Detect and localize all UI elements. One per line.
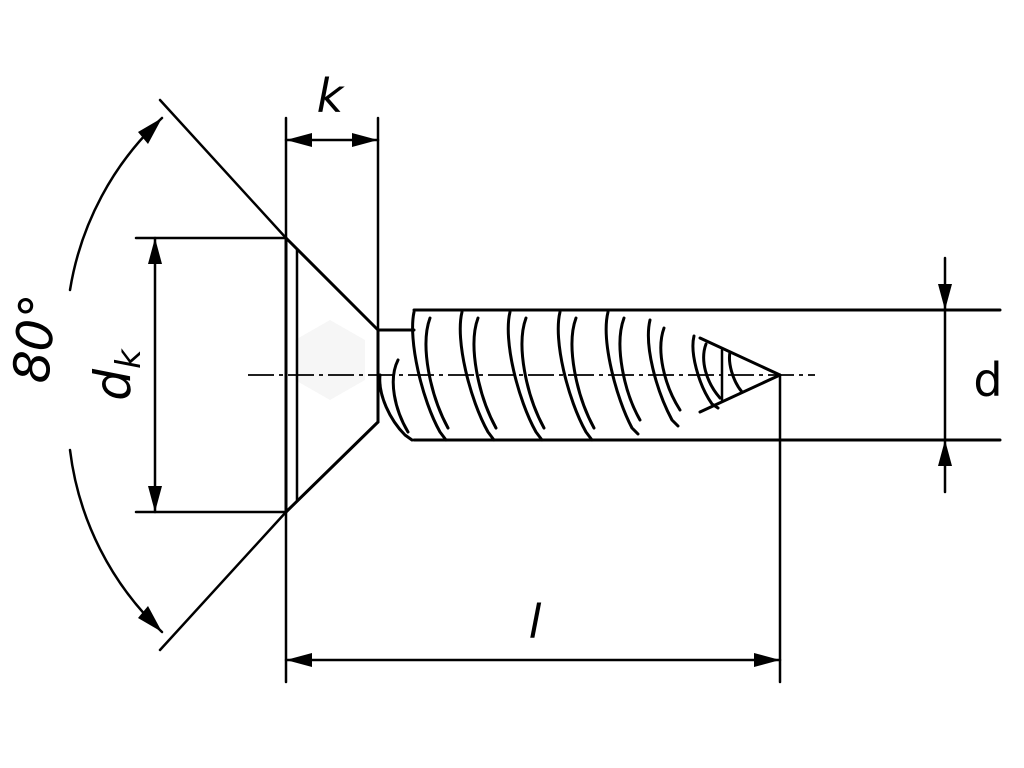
dimension-l: l [284, 373, 782, 684]
label-dk-main: d [84, 369, 142, 401]
screw-head [284, 236, 416, 514]
dimension-k: k [284, 69, 380, 332]
dimension-dk: dk [84, 236, 288, 514]
screw-thread [378, 308, 1002, 442]
label-dk: dk [84, 348, 149, 401]
dimension-d: d [938, 256, 1003, 494]
dimension-angle: 80° [2, 98, 288, 652]
watermark-logo [295, 320, 365, 400]
label-k: k [317, 69, 346, 123]
label-l: l [529, 595, 542, 649]
label-d: d [973, 353, 1002, 407]
label-angle: 80° [2, 292, 68, 385]
label-dk-sub: k [109, 348, 149, 369]
